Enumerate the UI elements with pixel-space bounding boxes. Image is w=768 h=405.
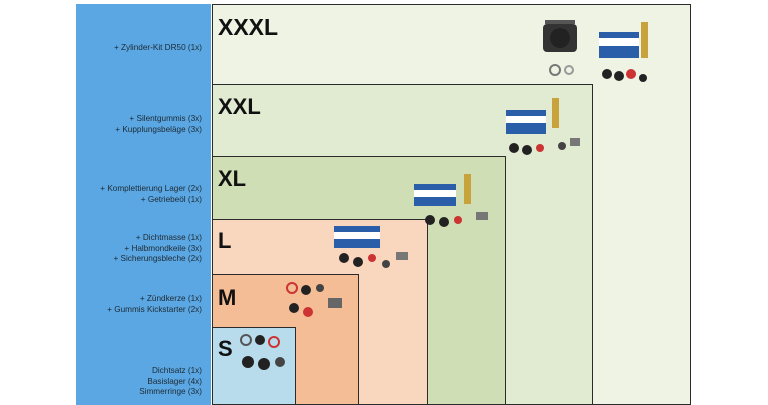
item-text: + Dichtmasse (1x) xyxy=(135,233,202,242)
kit-photo-xl xyxy=(414,174,488,227)
kit-photo-xxl xyxy=(506,98,580,155)
tier-xxl-items: + Silentgummis (3x) + Kupplungsbeläge (3… xyxy=(76,114,202,135)
tier-xxxl-items: + Zylinder-Kit DR50 (1x) xyxy=(76,43,202,54)
tier-s-items: Dichtsatz (1x) Basislager (4x) Simmerrin… xyxy=(76,366,202,398)
item-text: + Halbmondkeile (3x) xyxy=(124,243,202,253)
kit-photo-l xyxy=(334,226,408,268)
tier-xl-items: + Komplettierung Lager (2x) + Getriebeöl… xyxy=(76,184,202,205)
item-text: + Zündkerze (1x) xyxy=(139,294,202,303)
tier-xl-label: XL xyxy=(218,166,247,191)
tier-m-label: M xyxy=(218,285,237,310)
item-text: Simmerringe (3x) xyxy=(139,387,202,396)
tier-l-items: + Dichtmasse (1x) + Halbmondkeile (3x) +… xyxy=(76,233,202,265)
item-text: + Silentgummis (3x) xyxy=(129,114,202,123)
kit-photo-s xyxy=(240,334,285,370)
item-text: + Getriebeöl (1x) xyxy=(140,194,202,204)
item-text: + Kupplungsbeläge (3x) xyxy=(115,124,202,134)
kit-photo-xxxl xyxy=(543,20,648,82)
tier-xxxl-label: XXXL xyxy=(218,14,279,40)
item-text: + Gummis Kickstarter (2x) xyxy=(107,304,202,314)
sidebar xyxy=(76,4,211,405)
item-text: + Komplettierung Lager (2x) xyxy=(100,184,202,193)
kit-photo-m xyxy=(286,282,342,317)
tier-xxl-label: XXL xyxy=(218,94,261,119)
tier-s-label: S xyxy=(218,336,233,361)
item-text: Dichtsatz (1x) xyxy=(151,366,202,375)
item-text: Basislager (4x) xyxy=(147,376,202,386)
item-text: + Zylinder-Kit DR50 (1x) xyxy=(113,43,202,52)
item-text: + Sicherungsbleche (2x) xyxy=(113,254,202,263)
tier-l-label: L xyxy=(218,228,232,253)
tier-m-items: + Zündkerze (1x) + Gummis Kickstarter (2… xyxy=(76,294,202,315)
